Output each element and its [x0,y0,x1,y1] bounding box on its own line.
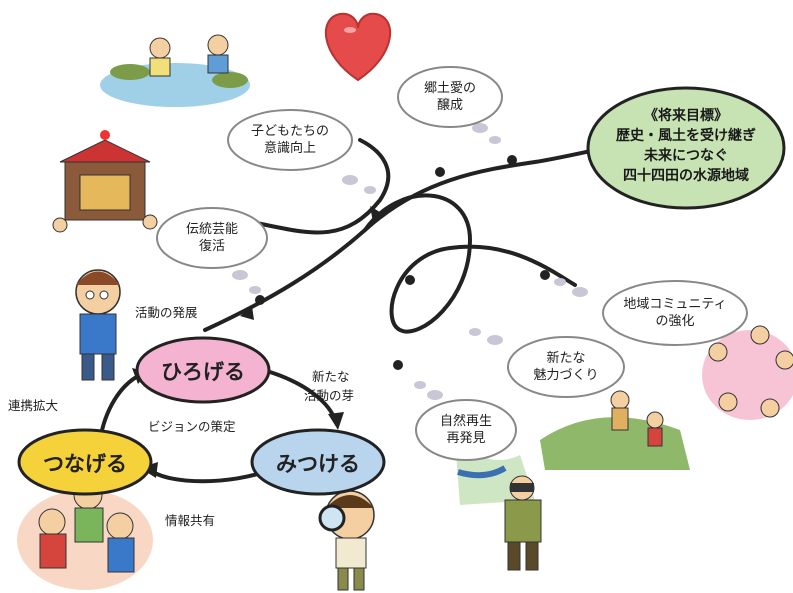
bubble-shizen-line1: 自然再生 [439,414,492,429]
bubble-kyodo-line2: 醸成 [436,98,463,113]
path-dot [507,155,517,165]
bottom-label: 情報共有 [165,513,216,528]
bubble-miryoku-line2: 魅力づくり [533,368,599,383]
man-speaking-illustration [75,269,121,381]
hirogeru-label: ひろげる [161,360,245,384]
hirogeru-oval [135,336,271,404]
top-label: 活動の発展 [135,305,198,320]
bubble-shizen [415,399,517,461]
bubble-chiiki-line2: の強化 [655,314,695,329]
community-circle-illustration [702,325,793,420]
path-dot [405,275,415,285]
hikers-on-hill-illustration [540,390,690,470]
bubble-miryoku-text: 新たな 魅力づくり [510,350,622,384]
tsunageru-label: つなげる [43,452,127,476]
goal-text: 《将来目標》 歴史・風土を受け継ぎ 未来につなぐ 四十四田の水源地域 [596,106,776,186]
children-in-river-illustration [100,34,250,107]
center-label: ビジョンの策定 [148,419,236,434]
path-dot [435,167,445,177]
path-dot [540,270,550,280]
bubble-kodomo-text: 子どもたちの 意識向上 [230,123,350,157]
path-dot [255,295,265,305]
path-arrowhead-icon [240,306,254,320]
bubble-kyodo-text: 郷土愛の 醸成 [400,80,500,114]
bubble-chiiki-line1: 地域コミュニティ [623,297,727,312]
bubble-kyodo-line1: 郷土愛の [423,81,476,96]
tsunageru-oval [17,428,153,496]
bubble-kodomo [227,109,353,171]
goal-oval [586,86,786,210]
left-label: 連携拡大 [8,398,59,413]
mitsukeru-label: みつける [276,452,360,476]
bubble-chiiki [602,280,748,346]
right-label-2: 活動の芽 [304,388,355,403]
bubble-chiiki-text: 地域コミュニティ の強化 [605,296,745,330]
children-group-illustration [17,480,153,590]
bubble-shizen-line2: 再発見 [446,431,486,446]
bubble-kyodo [397,66,503,128]
goal-line-3: 未来につなぐ [644,148,728,164]
cycle-arrowhead-icon [328,412,344,430]
heart-character-illustration [325,12,391,82]
bubble-dentou [156,207,268,269]
goal-line-1: 《将来目標》 [644,108,728,124]
goal-line-4: 四十四田の水源地域 [623,168,749,184]
bubble-miryoku [507,336,625,398]
bubble-dentou-line1: 伝統芸能 [185,222,238,237]
path-dot [393,360,403,370]
bubble-dentou-text: 伝統芸能 復活 [160,221,264,255]
cycle-arrow-bottom [148,468,271,484]
festival-float-illustration [52,130,158,233]
mitsukeru-oval [250,428,386,496]
right-label-1: 新たな [312,369,350,384]
goal-line-2: 歴史・風土を受け継ぎ [616,128,756,144]
path-arrowhead-icon [370,206,383,222]
thought-dots [232,123,588,400]
bubble-kodomo-line1: 子どもたちの [250,124,329,139]
bubble-dentou-line2: 復活 [198,239,225,254]
bubble-kodomo-line2: 意識向上 [263,141,316,156]
child-with-magnifier-illustration [318,490,375,591]
bubble-miryoku-line1: 新たな [546,351,586,366]
bubble-shizen-text: 自然再生 再発見 [418,413,514,447]
